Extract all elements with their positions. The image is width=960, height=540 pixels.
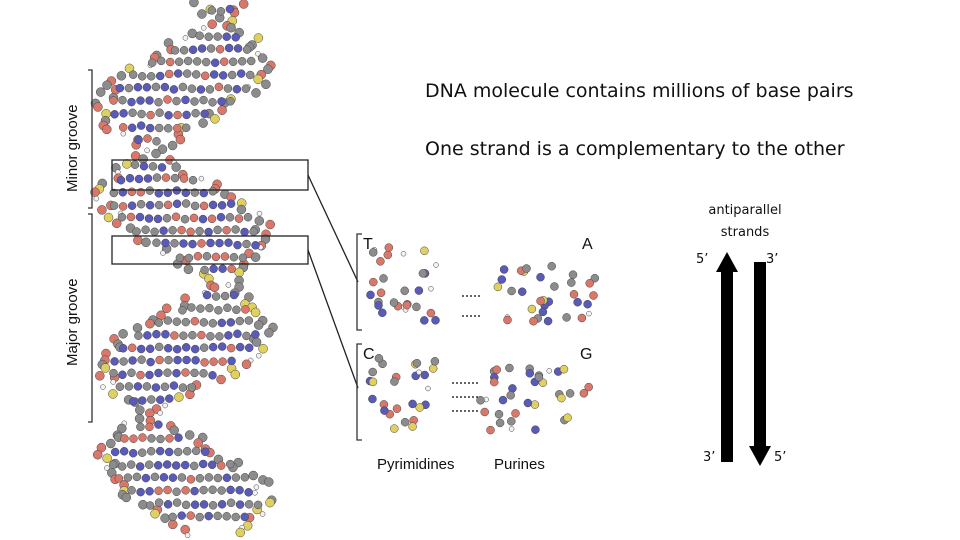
- statement-complementary: One strand is a complementary to the oth…: [425, 138, 845, 160]
- pyrimidines-label: Pyrimidines: [377, 456, 455, 473]
- left-strand-bottom-end: 3’: [703, 450, 715, 465]
- dna-double-helix: [91, 0, 278, 538]
- left-strand-top-end: 5’: [696, 252, 708, 267]
- statement-base-pairs: DNA molecule contains millions of base p…: [425, 80, 854, 102]
- up-strand-arrow-shaft: [721, 270, 733, 462]
- major-groove-label: Major groove: [64, 278, 81, 366]
- base-G-label: G: [580, 346, 592, 364]
- antiparallel-strands-label: antiparallel strands: [700, 200, 790, 244]
- base-T-label: T: [363, 236, 373, 254]
- minor-groove-label: Minor groove: [64, 104, 81, 192]
- strand-direction-arrows: [716, 252, 771, 466]
- down-arrow-icon: [749, 446, 771, 466]
- purines-label: Purines: [494, 456, 545, 473]
- base-pair-molecules: [366, 244, 599, 435]
- right-strand-bottom-end: 5’: [774, 450, 786, 465]
- down-strand-arrow-shaft: [754, 262, 766, 448]
- up-arrow-icon: [716, 252, 738, 272]
- base-pair-brackets: [357, 234, 362, 440]
- base-A-label: A: [582, 236, 593, 254]
- groove-brackets: [88, 70, 92, 422]
- right-strand-top-end: 3’: [766, 252, 778, 267]
- base-C-label: C: [363, 346, 375, 364]
